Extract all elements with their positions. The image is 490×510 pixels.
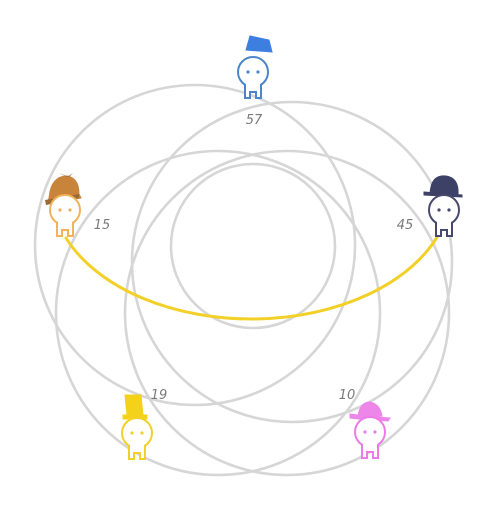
character-yellow [121,394,153,460]
count-orange: 15 [94,218,111,233]
count-pink: 10 [339,388,356,403]
ring-top-left [33,83,357,407]
character-navy [423,175,463,237]
fedora-hat-icon [349,401,391,422]
count-navy: 45 [397,218,414,233]
top-hat-icon [122,394,148,420]
count-yellow: 19 [151,388,168,403]
bowler-hat-icon [423,175,463,198]
rings [33,83,454,477]
ring-blue [169,162,337,330]
ring-bottom-right [123,149,451,477]
character-blue [237,35,273,99]
ring-bottom-left [54,149,382,477]
count-blue: 57 [246,113,263,128]
highlight-arc [64,230,442,321]
fez-hat-icon [245,35,273,53]
character-pink [349,401,391,459]
character-orange [45,173,82,237]
